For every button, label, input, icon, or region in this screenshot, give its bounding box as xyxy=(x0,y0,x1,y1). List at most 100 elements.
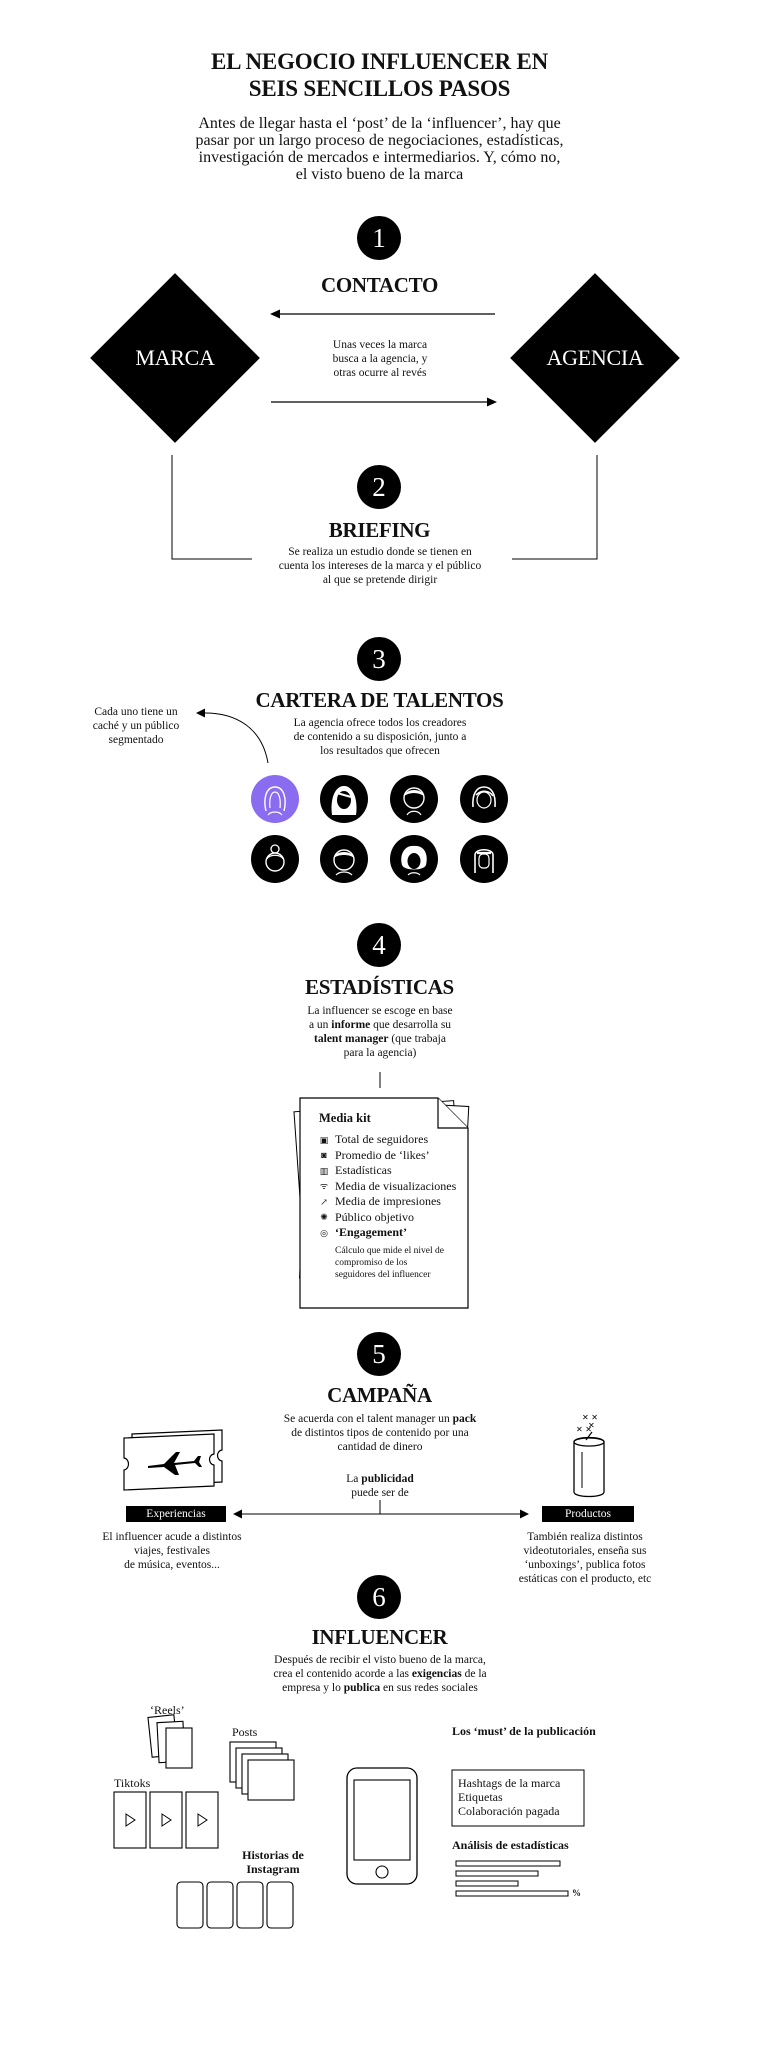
avatar-4[interactable] xyxy=(460,775,508,823)
intro-line: investigación de mercados e intermediari… xyxy=(198,149,561,166)
step-6-title: INFLUENCER xyxy=(311,1625,448,1649)
text-fragment: La xyxy=(346,1473,362,1485)
intro-line: Antes de llegar hasta el ‘post’ de la ‘i… xyxy=(198,115,561,132)
text-line: busca a la agencia, y xyxy=(332,353,428,365)
text-line: Unas veces la marca xyxy=(332,339,428,351)
avatar-8[interactable] xyxy=(460,835,508,883)
avatar-1[interactable] xyxy=(251,775,299,823)
avatar-2[interactable] xyxy=(320,775,368,823)
media-kit-title: Media kit xyxy=(319,1111,371,1125)
soda-can-icon: ✕ ✕ ✕ ✕ ✕ xyxy=(573,1413,605,1498)
step-1-text: Unas veces la marca busca a la agencia, … xyxy=(280,338,480,380)
text-line: crea el contenido acorde a las exigencia… xyxy=(220,1667,540,1681)
item-label: ‘Engagement’ xyxy=(335,1225,407,1239)
item-label: Promedio de ‘likes’ xyxy=(335,1147,430,1162)
step-3-number: 3 xyxy=(357,637,401,681)
fringe-hair-face-icon xyxy=(333,849,355,876)
text-line: de música, eventos... xyxy=(124,1559,220,1571)
note-line: seguidores del influencer xyxy=(335,1269,431,1280)
bun-hair-face-icon xyxy=(265,844,285,872)
reels-icon xyxy=(147,1714,193,1769)
tiktoks-icon xyxy=(113,1791,219,1849)
reels-label: ‘Reels’ xyxy=(150,1703,185,1717)
step-5-title: CAMPAÑA xyxy=(327,1383,432,1407)
step-5-center: La publicidad puede ser de xyxy=(300,1472,460,1500)
likes-icon: ◙ xyxy=(321,1150,327,1161)
productos-text: También realiza distintos videotutoriale… xyxy=(500,1530,670,1586)
avatar-7[interactable] xyxy=(390,835,438,883)
text-fragment: en sus redes sociales xyxy=(380,1682,478,1694)
note-line: segmentado xyxy=(108,734,164,746)
text-fragment: que desarrolla su xyxy=(370,1019,452,1031)
svg-text:✕: ✕ xyxy=(588,1421,595,1430)
must-item: Colaboración pagada xyxy=(458,1804,560,1818)
media-kit-item: ▣Total de seguidores xyxy=(319,1132,479,1148)
media-kit: Media kit ▣Total de seguidores ◙ Promedio… xyxy=(319,1110,479,1281)
marca-node: MARCA xyxy=(87,270,263,446)
bob-hair-face-icon xyxy=(472,786,496,809)
stories-label: Historias de Instagram xyxy=(228,1848,318,1876)
text-line: talent manager (que trabaja xyxy=(250,1032,510,1046)
stories-label-line: Instagram xyxy=(246,1862,300,1876)
step-4-title: ESTADÍSTICAS xyxy=(305,975,454,999)
text-line: de distintos tipos de contenido por una xyxy=(291,1427,469,1439)
text-fragment: Se acuerda con el talent manager un xyxy=(283,1413,453,1425)
avatar-5[interactable] xyxy=(251,835,299,883)
text-line: de contenido a su disposición, junto a xyxy=(293,731,467,743)
text-fragment: de la xyxy=(461,1668,487,1680)
curly-hair-face-icon xyxy=(401,845,427,876)
step-5-number: 5 xyxy=(357,1332,401,1376)
text-bold: publicidad xyxy=(361,1473,414,1485)
analysis-bars-icon xyxy=(455,1860,569,1897)
item-label: Media de visualizaciones xyxy=(335,1178,457,1193)
media-kit-item: ↗Media de impresiones xyxy=(319,1194,479,1210)
media-kit-item: ✺Público objetivo xyxy=(319,1210,479,1226)
media-kit-item: ◙ Promedio de ‘likes’ xyxy=(319,1148,479,1164)
text-line: Se acuerda con el talent manager un pack xyxy=(230,1412,530,1426)
text-line: para la agencia) xyxy=(343,1047,417,1059)
posts-label: Posts xyxy=(232,1725,258,1739)
text-line: puede ser de xyxy=(351,1487,409,1499)
text-fragment: crea el contenido acorde a las xyxy=(273,1668,412,1680)
avatar-3[interactable] xyxy=(390,775,438,823)
percent-symbol: % xyxy=(572,1888,581,1898)
experiencias-label: Experiencias xyxy=(126,1506,226,1522)
note-line: Cálculo que mide el nivel de xyxy=(335,1245,444,1256)
avatar-6[interactable] xyxy=(320,835,368,883)
step-4-number: 4 xyxy=(357,923,401,967)
text-bold: informe xyxy=(331,1019,371,1031)
title-line-1: EL NEGOCIO INFLUENCER EN xyxy=(210,49,549,74)
marca-label: MARCA xyxy=(135,345,215,370)
musts-title: Los ‘must’ de la publicación xyxy=(452,1724,596,1738)
step-2-number: 2 xyxy=(357,465,401,509)
text-line: los resultados que ofrecen xyxy=(320,745,440,757)
text-line: videotutoriales, enseña sus xyxy=(523,1545,647,1557)
experiencias-text: El influencer acude a distintos viajes, … xyxy=(82,1530,262,1572)
content-formats xyxy=(113,1714,585,1929)
analysis-title: Análisis de estadísticas xyxy=(452,1838,569,1852)
intro-line: el visto bueno de la marca xyxy=(295,166,464,183)
musts-list: Hashtags de la marca Etiquetas Colaborac… xyxy=(458,1776,560,1818)
text-line: al que se pretende dirigir xyxy=(322,574,438,586)
text-line: cuenta los intereses de la marca y el pú… xyxy=(278,560,482,572)
item-label: Público objetivo xyxy=(335,1209,414,1224)
female-face-icon xyxy=(264,786,286,816)
text-fragment: (que trabaja xyxy=(388,1033,446,1045)
step-3-title: CARTERA DE TALENTOS xyxy=(255,688,504,712)
text-line: También realiza distintos xyxy=(527,1531,643,1543)
text-line: a un informe que desarrolla su xyxy=(250,1018,510,1032)
item-label: Media de impresiones xyxy=(335,1194,441,1208)
text-fragment: a un xyxy=(308,1019,332,1031)
must-item: Etiquetas xyxy=(458,1790,503,1804)
title-line-2: SEIS SENCILLOS PASOS xyxy=(248,76,511,101)
text-line: Se realiza un estudio donde se tienen en xyxy=(288,546,472,558)
step-1-title: CONTACTO xyxy=(320,273,438,297)
step-3-note: Cada uno tiene un caché y un público seg… xyxy=(76,705,196,747)
straight-hair-face-icon xyxy=(474,848,494,873)
note-line: compromiso de los xyxy=(335,1257,408,1268)
media-kit-item: ▥Estadísticas xyxy=(319,1163,479,1179)
text-line: viajes, festivales xyxy=(133,1545,210,1557)
agencia-label: AGENCIA xyxy=(546,345,644,370)
